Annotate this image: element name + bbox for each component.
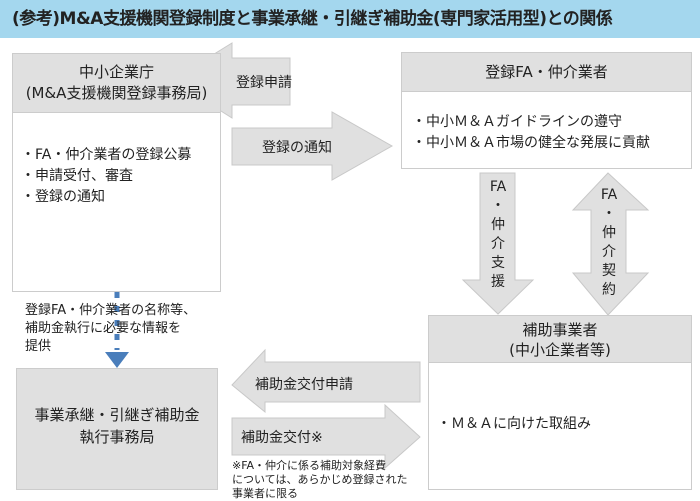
label-char: 仲 [491, 217, 505, 233]
label-char: 援 [491, 274, 505, 290]
label-char: 支 [491, 255, 505, 271]
label-char: 介 [602, 244, 616, 260]
list-item: ・Ｍ＆Ａに向けた取組み [437, 416, 591, 432]
arrow-grant [231, 403, 421, 470]
recipient-header: 補助事業者 (中小企業者等) [428, 315, 692, 363]
label-char: 約 [602, 282, 616, 298]
sme-agency-body: ・FA・仲介業者の登録公募 ・申請受付、審査 ・登録の通知 [12, 112, 221, 292]
info-note: 登録FA・仲介業者の名称等、補助金執行に必要な情報を提供 [25, 302, 196, 356]
arrow-grant-apply [231, 348, 421, 414]
label-char: FA [600, 187, 618, 203]
list-item: ・登録の通知 [21, 189, 105, 205]
footnote-line: については、あらかじめ登録された [232, 473, 408, 486]
label-char: FA [489, 179, 507, 195]
arrow-notify [231, 111, 394, 181]
note-line: 補助金執行に必要な情報を [25, 321, 182, 336]
secretariat-line2: 執行事務局 [79, 428, 155, 446]
footnote-line: ※FA・仲介に係る補助対象経費 [232, 459, 387, 472]
list-item: ・FA・仲介業者の登録公募 [21, 147, 192, 163]
dashed-arrow-head [105, 352, 129, 368]
arrow-notify-label: 登録の通知 [262, 140, 332, 156]
footnote: ※FA・仲介に係る補助対象経費については、あらかじめ登録された事業者に限る [232, 459, 407, 501]
label-char: ・ [602, 206, 616, 222]
recipient-body: ・Ｍ＆Ａに向けた取組み [428, 362, 692, 490]
note-line: 提供 [25, 339, 52, 354]
fa-header: 登録FA・仲介業者 [401, 52, 692, 92]
sme-agency-header: 中小企業庁 (M&A支援機関登録事務局) [12, 53, 221, 113]
page-title: (参考)M&A支援機関登録制度と事業承継・引継ぎ補助金(専門家活用型)との関係 [0, 0, 700, 38]
arrow-grant-label: 補助金交付※ [241, 430, 323, 446]
arrow-apply-label: 登録申請 [236, 75, 292, 91]
recipient-sub: (中小企業者等) [509, 341, 611, 359]
note-line: 登録FA・仲介業者の名称等、 [25, 303, 197, 318]
list-item: ・申請受付、審査 [21, 168, 133, 184]
arrow-support-label: FA ・仲介支援 [483, 178, 513, 292]
arrow-apply [171, 42, 291, 119]
label-char: 仲 [602, 225, 616, 241]
recipient-name: 補助事業者 [522, 321, 598, 339]
arrow-grant-apply-label: 補助金交付申請 [255, 377, 353, 393]
footnote-line: 事業者に限る [232, 487, 298, 500]
fa-body: ・中小Ｍ＆Ａガイドラインの遵守 ・中小Ｍ＆Ａ市場の健全な発展に貢献 [401, 91, 692, 169]
label-char: ・ [491, 198, 505, 214]
label-char: 契 [602, 263, 616, 279]
arrow-contract-label: FA ・仲介契約 [594, 186, 624, 300]
list-item: ・中小Ｍ＆Ａガイドラインの遵守 [412, 114, 622, 130]
sme-agency-sub: (M&A支援機関登録事務局) [25, 84, 208, 102]
label-char: 介 [491, 236, 505, 252]
sme-agency-name: 中小企業庁 [78, 63, 154, 81]
list-item: ・中小Ｍ＆Ａ市場の健全な発展に貢献 [412, 135, 650, 151]
secretariat-box: 事業承継・引継ぎ補助金 執行事務局 [16, 368, 218, 490]
secretariat-line1: 事業承継・引継ぎ補助金 [34, 406, 200, 424]
arrow-support [461, 172, 535, 315]
